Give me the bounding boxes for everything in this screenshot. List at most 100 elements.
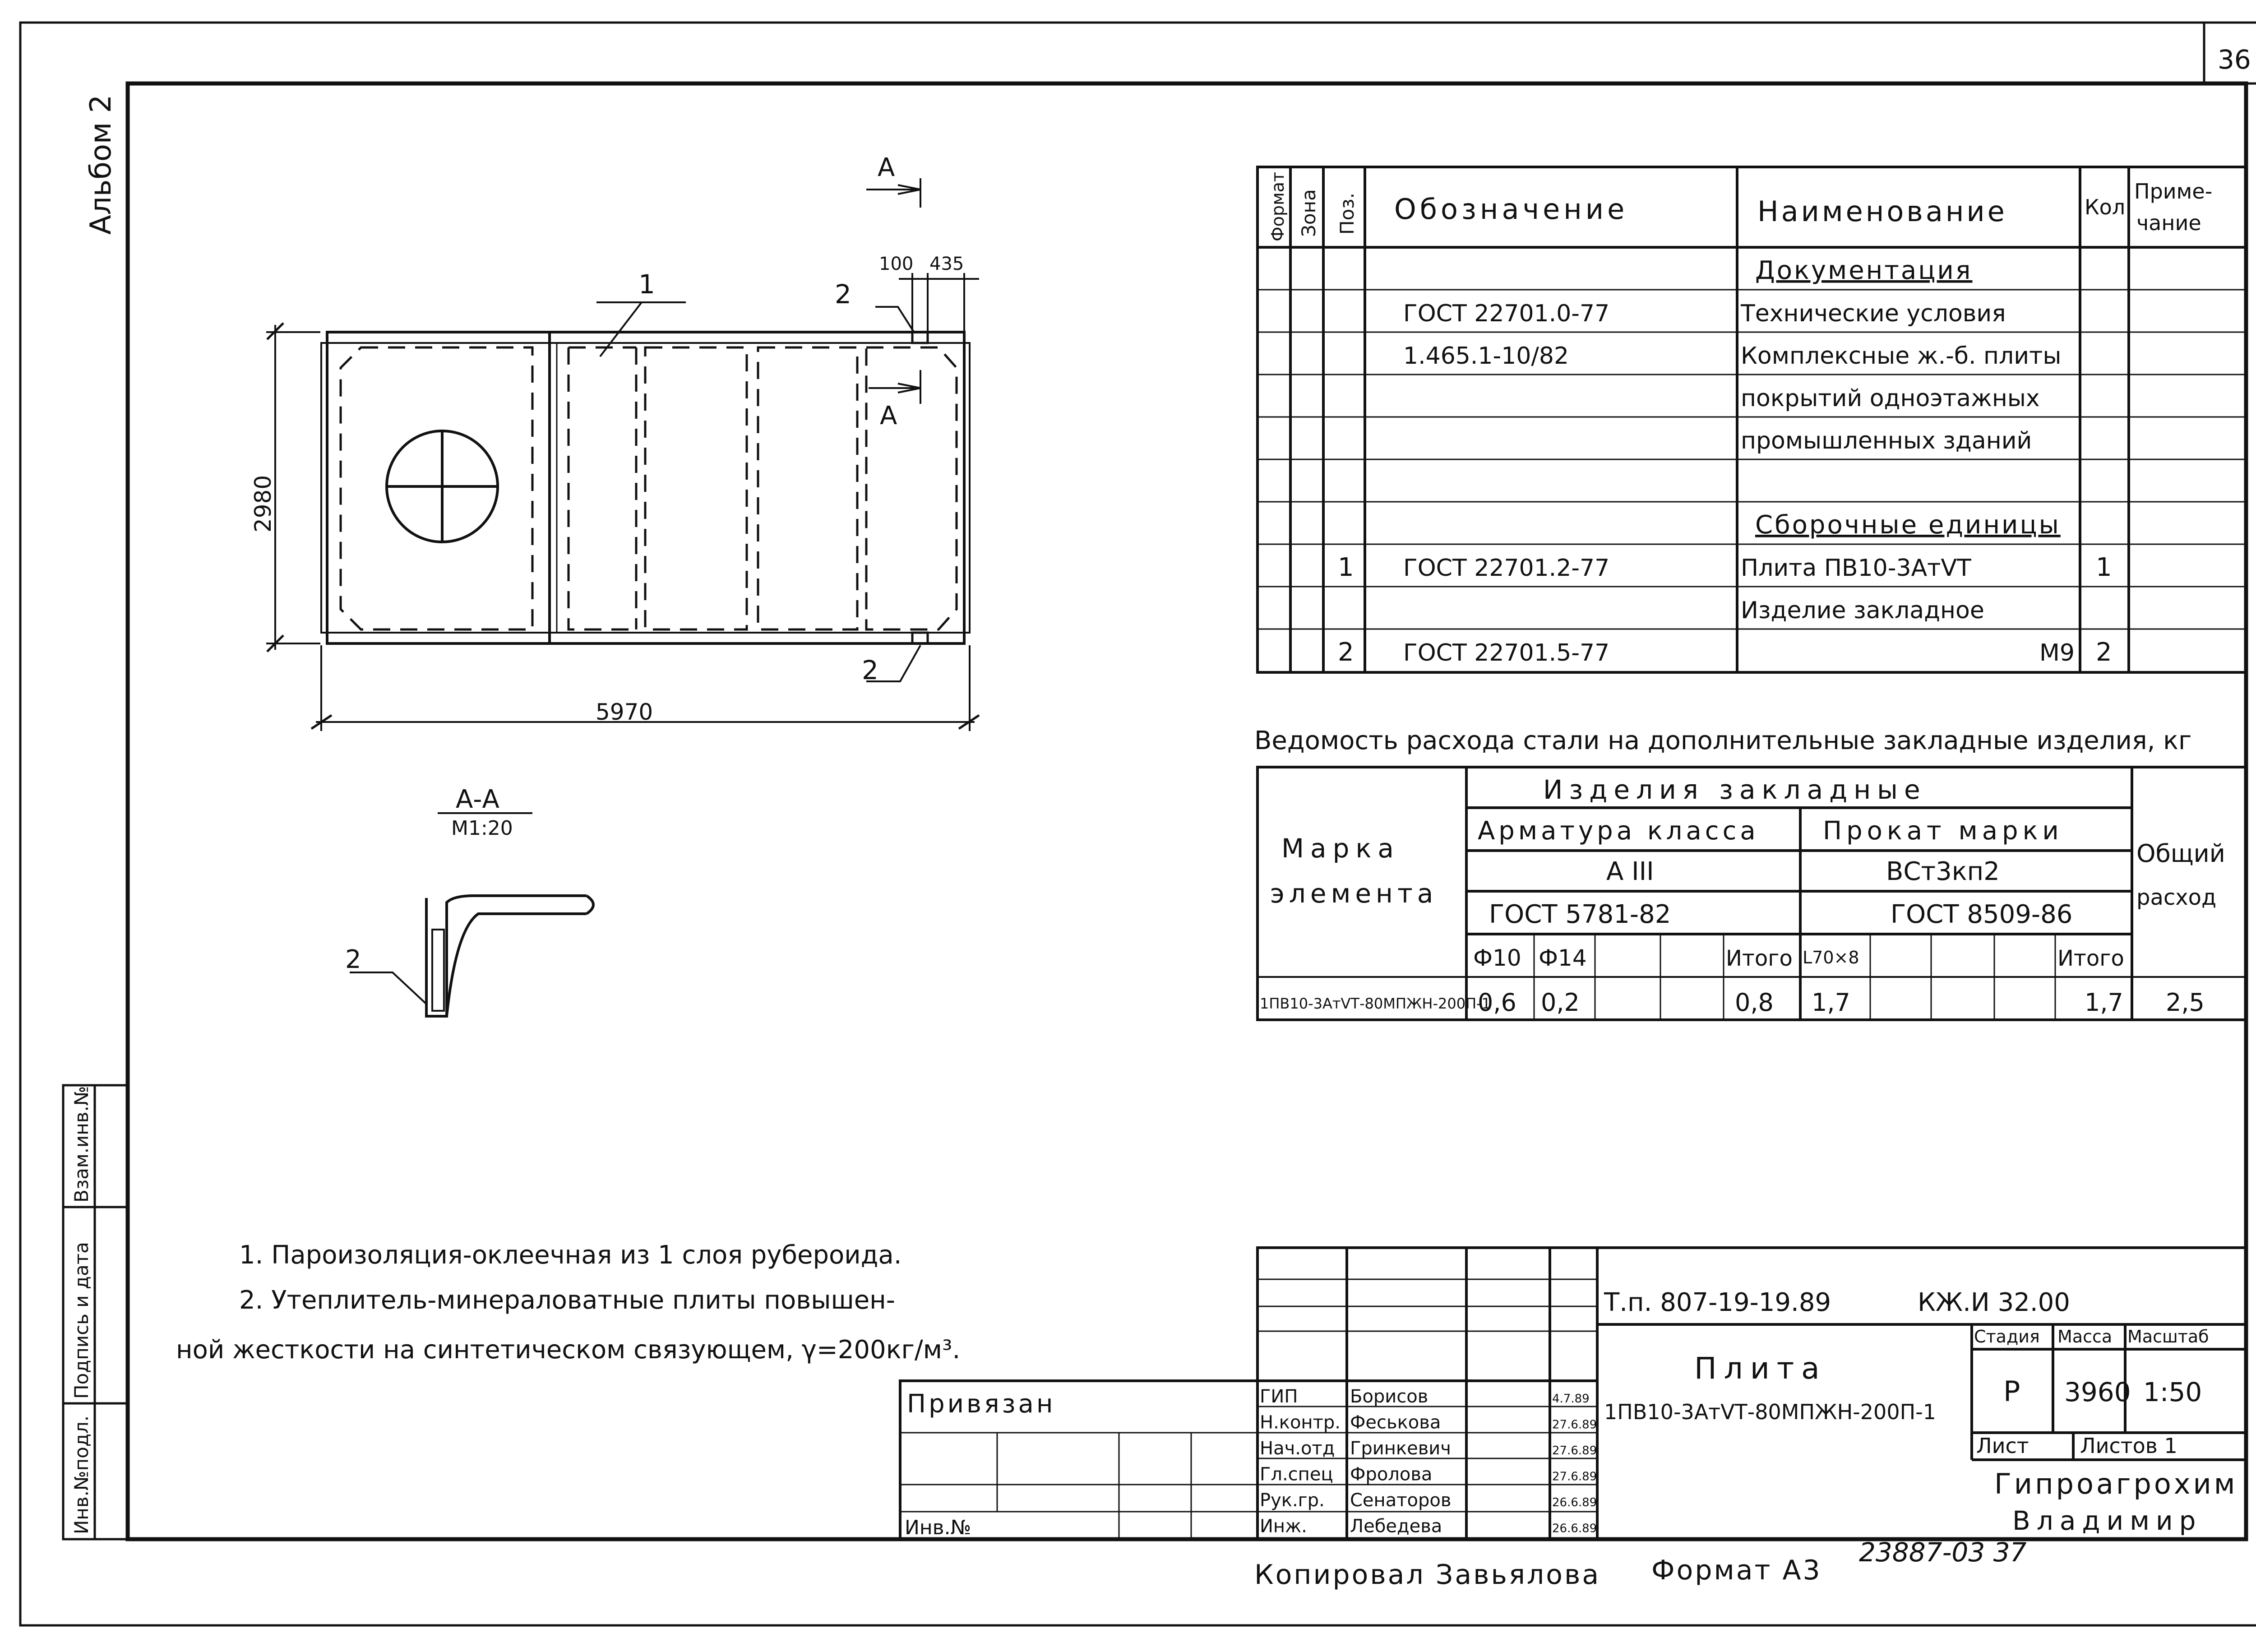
- signer-role: Инж.: [1260, 1516, 1307, 1537]
- steel-total-2: расход: [2136, 885, 2216, 910]
- signer-role: Н.контр.: [1260, 1412, 1341, 1433]
- spec-header-note-2: чание: [2136, 211, 2201, 235]
- steel-total-1: Общий: [2136, 839, 2225, 868]
- steel-row-l70: 1,7: [1812, 988, 1850, 1017]
- spec-row-pos: 1: [1338, 553, 1354, 582]
- callout-2-top: 2: [835, 279, 851, 310]
- signer-date: 26.6.89: [1552, 1496, 1597, 1509]
- side-stamp-podpis: Подпись и дата: [70, 1242, 92, 1399]
- format-label: Формат А3: [1651, 1555, 1822, 1586]
- section-drawing: [350, 894, 595, 1018]
- spec-row-designation: 1.465.1-10/82: [1403, 342, 1569, 370]
- organization-name: Гипроагрохим: [1994, 1467, 2238, 1500]
- signer-name: Феськова: [1350, 1412, 1441, 1433]
- section-callout-2: 2: [345, 945, 361, 974]
- steel-embedded: Изделия закладные: [1543, 774, 1927, 805]
- spec-row-designation: ГОСТ 22701.5-77: [1403, 639, 1609, 666]
- spec-header-zone: Зона: [1298, 189, 1320, 237]
- scale-value: 1:50: [2143, 1377, 2202, 1407]
- mass-label: Масса: [2057, 1327, 2112, 1347]
- steel-row-f10: 0,6: [1478, 988, 1516, 1017]
- signer-date: 4.7.89: [1552, 1392, 1590, 1406]
- spec-row-name: М9: [2039, 639, 2075, 666]
- spec-row-name: Технические условия: [1740, 300, 2006, 327]
- callout-1: 1: [638, 269, 655, 300]
- stage-value: Р: [2003, 1375, 2020, 1408]
- spec-row-name: Комплексные ж.-б. плиты: [1741, 342, 2061, 370]
- note-line-3: ной жесткости на синтетическом связующем…: [176, 1335, 960, 1365]
- steel-row-f14: 0,2: [1541, 988, 1580, 1017]
- spec-row-designation: ГОСТ 22701.0-77: [1403, 300, 1609, 327]
- signer-date: 27.6.89: [1552, 1418, 1597, 1432]
- spec-row-name: Изделие закладное: [1741, 597, 1984, 624]
- steel-rebar-gost: ГОСТ 5781-82: [1489, 900, 1671, 929]
- section-mark-bottom: А: [880, 401, 897, 430]
- spec-header-designation: Обозначение: [1394, 193, 1628, 226]
- spec-row-qty: 2: [2096, 638, 2112, 667]
- steel-rolled: Прокат марки: [1823, 816, 2063, 846]
- steel-rolled-gost: ГОСТ 8509-86: [1891, 900, 2072, 929]
- callout-2-bottom: 2: [862, 655, 878, 685]
- steel-row-itogo-1: 0,8: [1735, 988, 1774, 1017]
- sheet-label: Лист: [1976, 1434, 2029, 1458]
- signer-name: Лебедева: [1350, 1516, 1442, 1537]
- steel-mark-1: Марка: [1281, 833, 1400, 864]
- steel-rebar-class: Арматура класса: [1478, 816, 1759, 846]
- spec-header-format: Формат: [1268, 172, 1288, 241]
- note-line-2: 2. Утеплитель-минераловатные плиты повыш…: [239, 1286, 895, 1315]
- spec-row-name: промышленных зданий: [1741, 427, 2032, 454]
- plate-plan: [266, 178, 980, 731]
- spec-header-qty: Кол.: [2085, 195, 2132, 219]
- item-title: Плита: [1694, 1351, 1827, 1386]
- steel-row-mark: 1ПВ10-3АтVТ-80МПЖН-200П-1: [1260, 995, 1491, 1012]
- steel-col-f14: Ф14: [1539, 945, 1587, 971]
- sheet-number: 36: [2218, 44, 2251, 75]
- spec-row-name: Документация: [1755, 256, 1972, 285]
- steel-rebar-grade: А III: [1606, 857, 1654, 886]
- side-stamp-grid: [62, 1084, 129, 1541]
- signer-name: Фролова: [1350, 1464, 1432, 1485]
- steel-col-l70: L70×8: [1803, 948, 1859, 967]
- steel-col-itogo-1: Итого: [1726, 946, 1793, 971]
- signer-date: 27.6.89: [1552, 1470, 1597, 1484]
- stage-label: Стадия: [1974, 1327, 2040, 1347]
- signer-name: Гринкевич: [1350, 1438, 1451, 1459]
- spec-row-name: Плита ПВ10-3АтVТ: [1741, 555, 1971, 582]
- document-code: КЖ.И 32.00: [1918, 1288, 2070, 1317]
- item-mark: 1ПВ10-3АтVТ-80МПЖН-200П-1: [1604, 1400, 1936, 1424]
- inv-no-label: Инв.№: [905, 1516, 971, 1539]
- steel-row-itogo-2: 1,7: [2085, 988, 2123, 1017]
- dimension-435: 435: [929, 254, 964, 274]
- steel-table-grid: [1256, 766, 2247, 1021]
- signer-date: 26.6.89: [1552, 1522, 1597, 1536]
- spec-row-name: Сборочные единицы: [1755, 510, 2061, 540]
- archive-number: 23887-03 37: [1859, 1537, 2027, 1568]
- steel-rolled-grade: ВСт3кп2: [1886, 857, 2000, 886]
- organization-city: Владимир: [2012, 1505, 2202, 1536]
- note-line-1: 1. Пароизоляция-оклеечная из 1 слоя рубе…: [239, 1240, 902, 1270]
- signer-date: 27.6.89: [1552, 1444, 1597, 1458]
- section-title: А-А: [456, 785, 499, 814]
- spec-row-name: покрытий одноэтажных: [1741, 385, 2040, 412]
- spec-header-pos: Поз.: [1336, 193, 1358, 235]
- sheets-label: Листов 1: [2080, 1434, 2177, 1458]
- signer-role: Нач.отд: [1260, 1438, 1335, 1459]
- side-stamp-inv-podl: Инв.№подл.: [70, 1416, 92, 1534]
- section-mark-top: А: [878, 153, 895, 182]
- spec-header-name: Наименование: [1757, 195, 2007, 228]
- steel-col-f10: Ф10: [1473, 945, 1521, 971]
- album-label: Альбом 2: [84, 95, 118, 235]
- steel-col-itogo-2: Итого: [2057, 946, 2124, 971]
- dimension-width: 5970: [596, 699, 653, 725]
- spec-header-note-1: Приме-: [2134, 179, 2212, 204]
- spec-row-designation: ГОСТ 22701.2-77: [1403, 555, 1609, 582]
- privyazan-label: Привязан: [907, 1389, 1055, 1419]
- spec-row-pos: 2: [1338, 638, 1354, 667]
- signer-name: Сенаторов: [1350, 1490, 1451, 1511]
- scale-label: Масштаб: [2127, 1327, 2209, 1347]
- title-block-grid: [899, 1246, 2247, 1541]
- signer-role: Гл.спец: [1260, 1464, 1333, 1485]
